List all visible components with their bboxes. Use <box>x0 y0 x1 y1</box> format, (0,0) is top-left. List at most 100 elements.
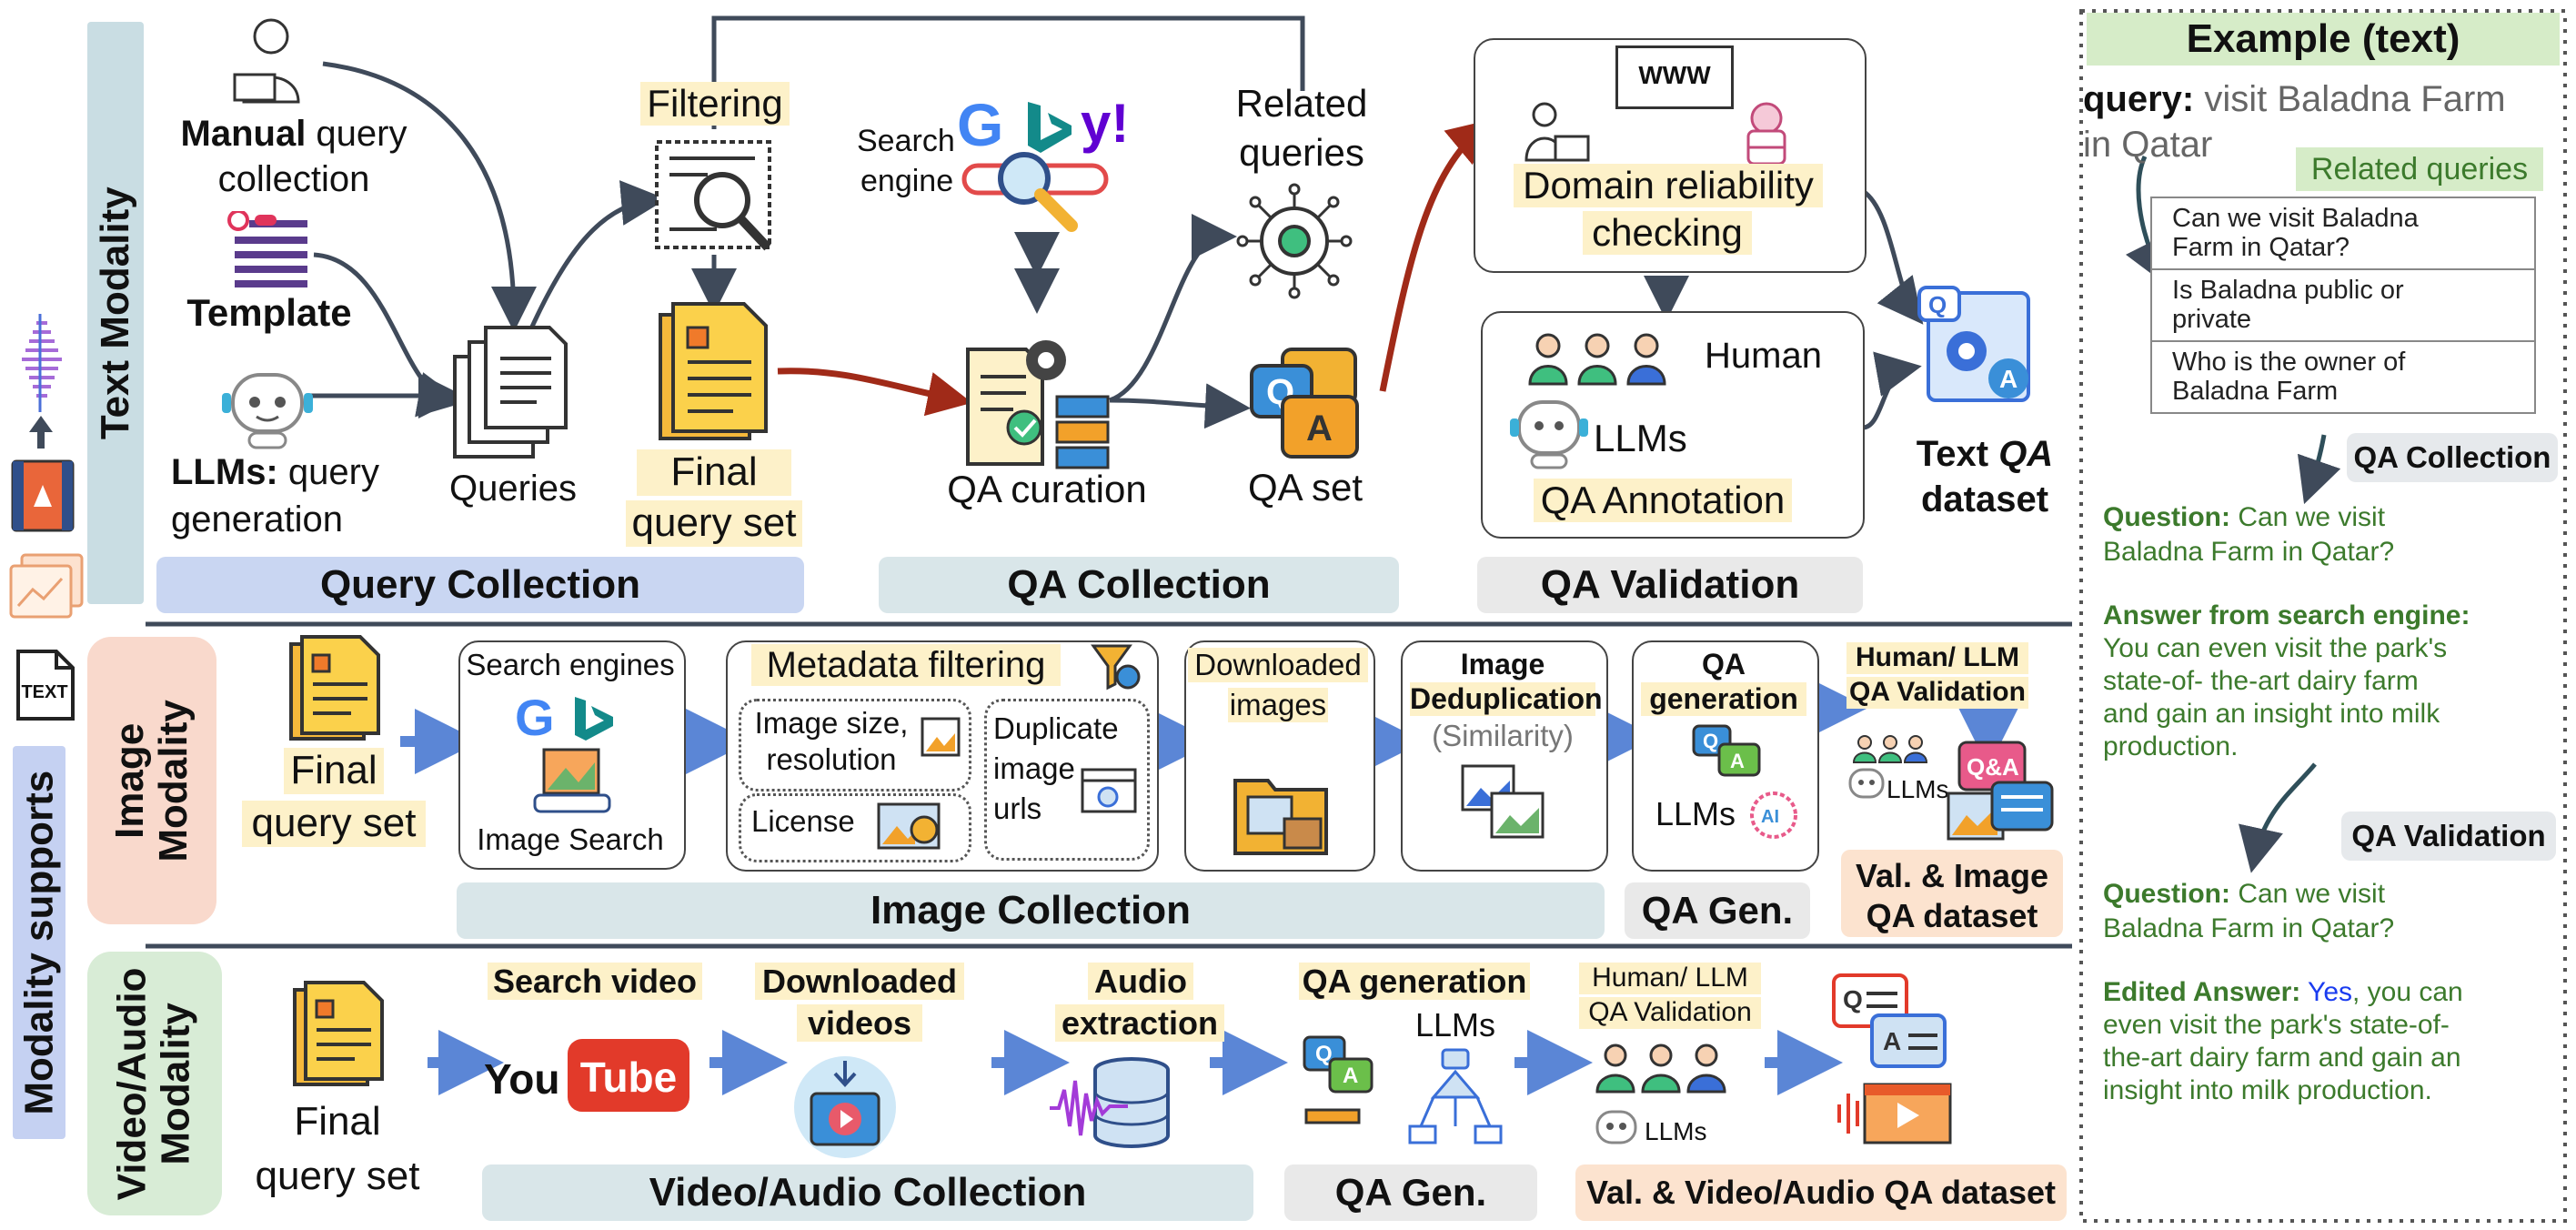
ai-brain-icon: AI <box>1750 791 1797 839</box>
image-final-line2: query set <box>242 801 426 847</box>
video-final-line2: query set <box>255 1154 420 1198</box>
image-modality-line1: Image <box>106 722 152 839</box>
video-modality-line1: Video/Audio <box>109 967 155 1200</box>
dataset-line1: Text <box>1916 434 1999 474</box>
svg-text:AI: AI <box>1761 807 1779 827</box>
downloaded-videos-line1: Downloaded <box>755 963 964 1001</box>
text-modality-label: Text Modality <box>87 22 144 604</box>
qa-collection-tag: QA Collection <box>2347 433 2558 482</box>
query-line2: in Qatar <box>2083 125 2213 165</box>
search-video-label: Search video <box>488 963 702 1001</box>
image-val-llms-label: LLMs <box>1887 775 1949 803</box>
query-line1: visit Baladna Farm <box>2194 79 2506 119</box>
arrow <box>1109 214 1237 403</box>
arrow <box>1861 188 1924 325</box>
human-label: Human <box>1705 336 1822 376</box>
search-engine-icon: G y! <box>957 91 1129 232</box>
svg-text:Q&A: Q&A <box>1967 753 2019 781</box>
video-val-llms-label: LLMs <box>1645 1117 1707 1145</box>
downloaded-line1: Downloaded <box>1188 648 1368 682</box>
dataset-line2: dataset <box>1920 479 2049 519</box>
image-val-line2: QA Validation <box>1846 677 2028 709</box>
text-file-label: TEXT <box>21 682 68 702</box>
video-modality-line2: Modality <box>154 1002 199 1165</box>
arrow <box>1109 383 1251 429</box>
text-file-icon: TEXT <box>13 650 76 721</box>
manual-line2: collection <box>217 159 370 199</box>
svg-text:A: A <box>1343 1064 1358 1088</box>
qa-chat-icon: Q A <box>1692 724 1761 777</box>
video-audio-dataset-icon: Q A <box>1832 973 1952 1144</box>
qa-curation-label: QA curation <box>947 468 1147 510</box>
image-collection-band: Image Collection <box>457 882 1605 939</box>
svg-text:Q: Q <box>1928 291 1947 318</box>
dup-line3: urls <box>993 791 1042 825</box>
domain-line1: Domain reliability <box>1514 164 1823 208</box>
a2-yes: Yes <box>2300 977 2352 1007</box>
q1-label: Question: <box>2103 502 2230 532</box>
search-engines-label: Search engines <box>466 648 675 681</box>
q1-line2: Baladna Farm in Qatar? <box>2103 537 2395 567</box>
qa-validation-band: QA Validation <box>1477 557 1863 613</box>
video-clip-icon <box>11 459 75 532</box>
search-line1: Search <box>857 124 955 158</box>
manual-rest: query <box>306 114 408 154</box>
a1-line: and gain an insight into milk <box>2103 699 2440 729</box>
text-modality-title: Text Modality <box>92 187 137 439</box>
video-llms-label: LLMs <box>1415 1006 1496 1043</box>
queries-label: Queries <box>448 469 578 509</box>
template-icon <box>227 211 307 287</box>
a2-line: insight into milk production. <box>2103 1075 2432 1105</box>
audio-extraction-icon <box>1050 1057 1170 1148</box>
related-line2: queries <box>1239 131 1364 174</box>
svg-text:A: A <box>1306 408 1333 449</box>
video-collection-band: Video/Audio Collection <box>482 1164 1253 1221</box>
duplicate-urls-box <box>984 699 1150 861</box>
video-final-line1: Final <box>294 1099 381 1144</box>
svg-text:y!: y! <box>1081 93 1129 154</box>
person-computer-icon <box>1524 102 1590 162</box>
license-label: License <box>751 804 855 838</box>
svg-text:A: A <box>1999 365 2018 393</box>
llms-line2: generation <box>171 499 344 539</box>
related-queries-tag: Related queries <box>2296 147 2543 191</box>
image-llms-label: LLMs <box>1655 795 1736 832</box>
arrow <box>1862 351 1922 430</box>
qagen-line1: QA <box>1702 648 1746 681</box>
q2-line1: Can we visit <box>2230 879 2386 909</box>
dedup-line1: Image <box>1460 648 1545 681</box>
humans-icon <box>1852 735 1928 763</box>
video-val-line2: QA Validation <box>1579 997 1761 1029</box>
qa-dataset-icon: Q A <box>1917 286 2030 402</box>
a1-line: You can even visit the park's <box>2103 633 2448 663</box>
filtering-label: Filtering <box>640 82 790 126</box>
a2-label: Edited Answer: <box>2103 977 2301 1007</box>
arrow <box>777 368 972 417</box>
query-label: query: <box>2083 79 2195 119</box>
modality-supports-title: Modality supports <box>15 770 61 1115</box>
up-arrow-icon <box>29 416 53 449</box>
manual-bold: Manual <box>180 114 307 154</box>
size-line1: Image size, <box>754 706 909 740</box>
dataset-italic: QA <box>1998 434 2054 474</box>
image-val-line1: Human/ LLM <box>1846 642 2028 674</box>
image-modality-line2: Modality <box>151 699 196 862</box>
svg-text:G: G <box>515 689 555 746</box>
license-icon <box>877 802 941 850</box>
robot-icon <box>1595 1110 1637 1144</box>
query-collection-band: Query Collection <box>156 557 804 613</box>
humans-icon <box>1595 1043 1726 1094</box>
example-panel-border <box>2079 9 2567 1223</box>
humans-icon <box>1528 333 1666 386</box>
qa-set-icon: Q A <box>1250 348 1359 459</box>
arrow <box>1379 119 1493 392</box>
arrow <box>2239 762 2317 873</box>
a1-line: production. <box>2103 731 2239 761</box>
svg-text:Q: Q <box>1703 730 1718 752</box>
dup-line1: Duplicate <box>993 711 1119 745</box>
svg-text:A: A <box>1730 750 1745 772</box>
video-qagen-label: QA generation <box>1299 963 1530 1001</box>
a2-line: even visit the park's state-of- <box>2103 1010 2450 1040</box>
